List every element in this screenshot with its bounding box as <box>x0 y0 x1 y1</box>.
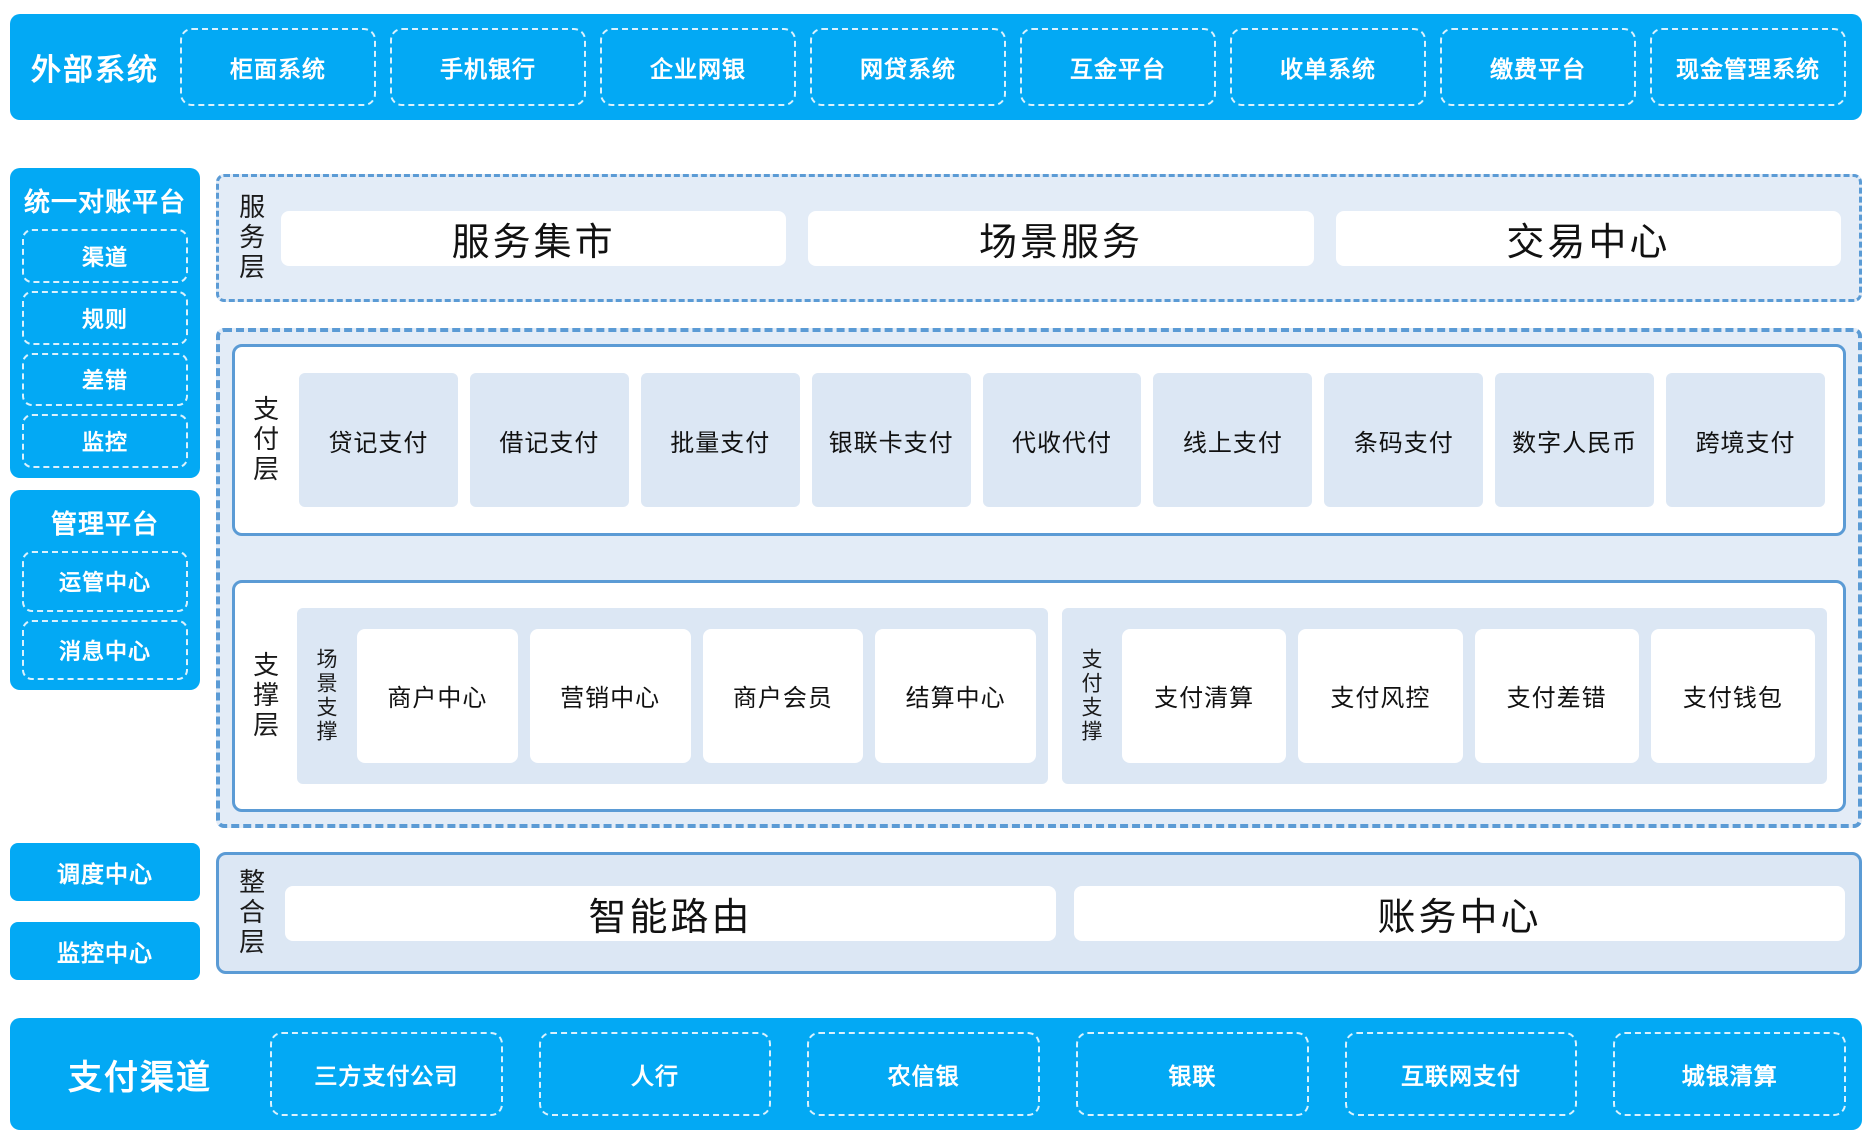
payment-tile-barcode[interactable]: 条码支付 <box>1324 373 1484 507</box>
support-layer-panel: 支撑层 场景支撑 商户中心 营销中心 商户会员 结算中心 支付支撑 支付清算 支… <box>232 580 1846 812</box>
integration-card-accounting-center[interactable]: 账务中心 <box>1074 885 1845 941</box>
service-layer-list: 服务集市 场景服务 交易中心 <box>281 177 1859 299</box>
external-systems-list: 柜面系统 手机银行 企业网银 网贷系统 互金平台 收单系统 缴费平台 现金管理系… <box>180 14 1862 120</box>
external-system-item[interactable]: 缴费平台 <box>1440 28 1636 106</box>
service-card-marketplace[interactable]: 服务集市 <box>281 210 787 266</box>
payment-channel-item[interactable]: 银联 <box>1076 1032 1309 1116</box>
payment-channel-item[interactable]: 农信银 <box>807 1032 1041 1116</box>
support-group-scene: 场景支撑 商户中心 营销中心 商户会员 结算中心 <box>297 607 1048 785</box>
support-tile-marketing-center[interactable]: 营销中心 <box>529 629 691 763</box>
management-platform-card: 管理平台 运管中心 消息中心 <box>10 490 200 690</box>
payment-tile-unionpay-card[interactable]: 银联卡支付 <box>811 373 971 507</box>
management-platform-title: 管理平台 <box>50 509 159 539</box>
support-group-payment-label: 支付支撑 <box>1079 647 1102 744</box>
sidebar-item-scheduling-center[interactable]: 调度中心 <box>10 843 200 901</box>
payment-tile-debit[interactable]: 借记支付 <box>469 373 629 507</box>
external-system-item[interactable]: 互金平台 <box>1020 28 1216 106</box>
sidebar-item-error[interactable]: 差错 <box>22 352 188 407</box>
sidebar-item-message-center[interactable]: 消息中心 <box>22 619 188 680</box>
reconciliation-platform-title: 统一对账平台 <box>23 187 186 217</box>
sidebar-item-operations-center[interactable]: 运管中心 <box>22 551 188 612</box>
external-system-item[interactable]: 现金管理系统 <box>1650 28 1846 106</box>
payment-channel-item[interactable]: 人行 <box>538 1032 772 1116</box>
support-tile-settlement-center[interactable]: 结算中心 <box>875 629 1036 763</box>
service-card-transaction[interactable]: 交易中心 <box>1335 210 1841 266</box>
support-tile-payment-clearing[interactable]: 支付清算 <box>1121 629 1287 763</box>
payment-channel-item[interactable]: 三方支付公司 <box>270 1032 503 1116</box>
support-layer-groups: 场景支撑 商户中心 营销中心 商户会员 结算中心 支付支撑 支付清算 支付风控 … <box>293 583 1843 809</box>
external-systems-bar: 外部系统 柜面系统 手机银行 企业网银 网贷系统 互金平台 收单系统 缴费平台 … <box>10 14 1862 120</box>
payment-tile-batch[interactable]: 批量支付 <box>640 373 800 507</box>
sidebar-item-rule[interactable]: 规则 <box>22 290 188 345</box>
support-tile-payment-error[interactable]: 支付差错 <box>1474 629 1639 763</box>
payment-channel-item[interactable]: 城银清算 <box>1613 1032 1847 1116</box>
support-tile-merchant-center[interactable]: 商户中心 <box>357 629 518 763</box>
external-systems-title: 外部系统 <box>31 54 159 87</box>
external-system-item[interactable]: 手机银行 <box>390 28 586 106</box>
support-layer-label: 支撑层 <box>249 651 280 741</box>
reconciliation-platform-card: 统一对账平台 渠道 规则 差错 监控 <box>10 168 200 478</box>
support-tile-merchant-member[interactable]: 商户会员 <box>702 629 864 763</box>
payment-channels-list: 三方支付公司 人行 农信银 银联 互联网支付 城银清算 <box>270 1018 1862 1130</box>
payment-tile-digital-rmb[interactable]: 数字人民币 <box>1495 373 1655 507</box>
payment-tile-online[interactable]: 线上支付 <box>1153 373 1313 507</box>
payment-tile-cross-border[interactable]: 跨境支付 <box>1666 373 1826 507</box>
payment-channels-bar: 支付渠道 三方支付公司 人行 农信银 银联 互联网支付 城银清算 <box>10 1018 1862 1130</box>
integration-layer-label: 整合层 <box>235 868 266 958</box>
external-system-item[interactable]: 收单系统 <box>1230 28 1426 106</box>
service-card-scenario[interactable]: 场景服务 <box>808 210 1314 266</box>
service-layer-label: 服务层 <box>235 193 266 283</box>
integration-layer-list: 智能路由 账务中心 <box>281 855 1859 971</box>
support-group-scene-label: 场景支撑 <box>314 647 338 744</box>
payment-tile-collection-payment[interactable]: 代收代付 <box>982 373 1142 507</box>
payment-layer-list: 贷记支付 借记支付 批量支付 银联卡支付 代收代付 线上支付 条码支付 数字人民… <box>293 347 1843 533</box>
support-tile-payment-risk[interactable]: 支付风控 <box>1298 629 1463 763</box>
external-system-item[interactable]: 网贷系统 <box>810 28 1006 106</box>
support-group-payment: 支付支撑 支付清算 支付风控 支付差错 支付钱包 <box>1061 607 1827 785</box>
payment-channels-title: 支付渠道 <box>68 1058 212 1097</box>
payment-channel-item[interactable]: 互联网支付 <box>1344 1032 1578 1116</box>
payment-tile-credit[interactable]: 贷记支付 <box>299 373 458 507</box>
external-system-item[interactable]: 柜面系统 <box>180 28 376 106</box>
sidebar-item-monitor[interactable]: 监控 <box>22 414 188 468</box>
external-system-item[interactable]: 企业网银 <box>600 28 796 106</box>
sidebar-item-channel[interactable]: 渠道 <box>22 229 188 283</box>
payment-layer-panel: 支付层 贷记支付 借记支付 批量支付 银联卡支付 代收代付 线上支付 条码支付 … <box>232 344 1846 536</box>
integration-layer-container: 整合层 智能路由 账务中心 <box>216 852 1862 974</box>
sidebar-item-monitoring-center[interactable]: 监控中心 <box>10 922 200 980</box>
integration-card-smart-routing[interactable]: 智能路由 <box>285 885 1056 941</box>
service-layer-container: 服务层 服务集市 场景服务 交易中心 <box>216 174 1862 302</box>
payment-layer-label: 支付层 <box>249 395 280 485</box>
support-tile-payment-wallet[interactable]: 支付钱包 <box>1650 629 1816 763</box>
core-layers-container: 支付层 贷记支付 借记支付 批量支付 银联卡支付 代收代付 线上支付 条码支付 … <box>216 328 1862 828</box>
